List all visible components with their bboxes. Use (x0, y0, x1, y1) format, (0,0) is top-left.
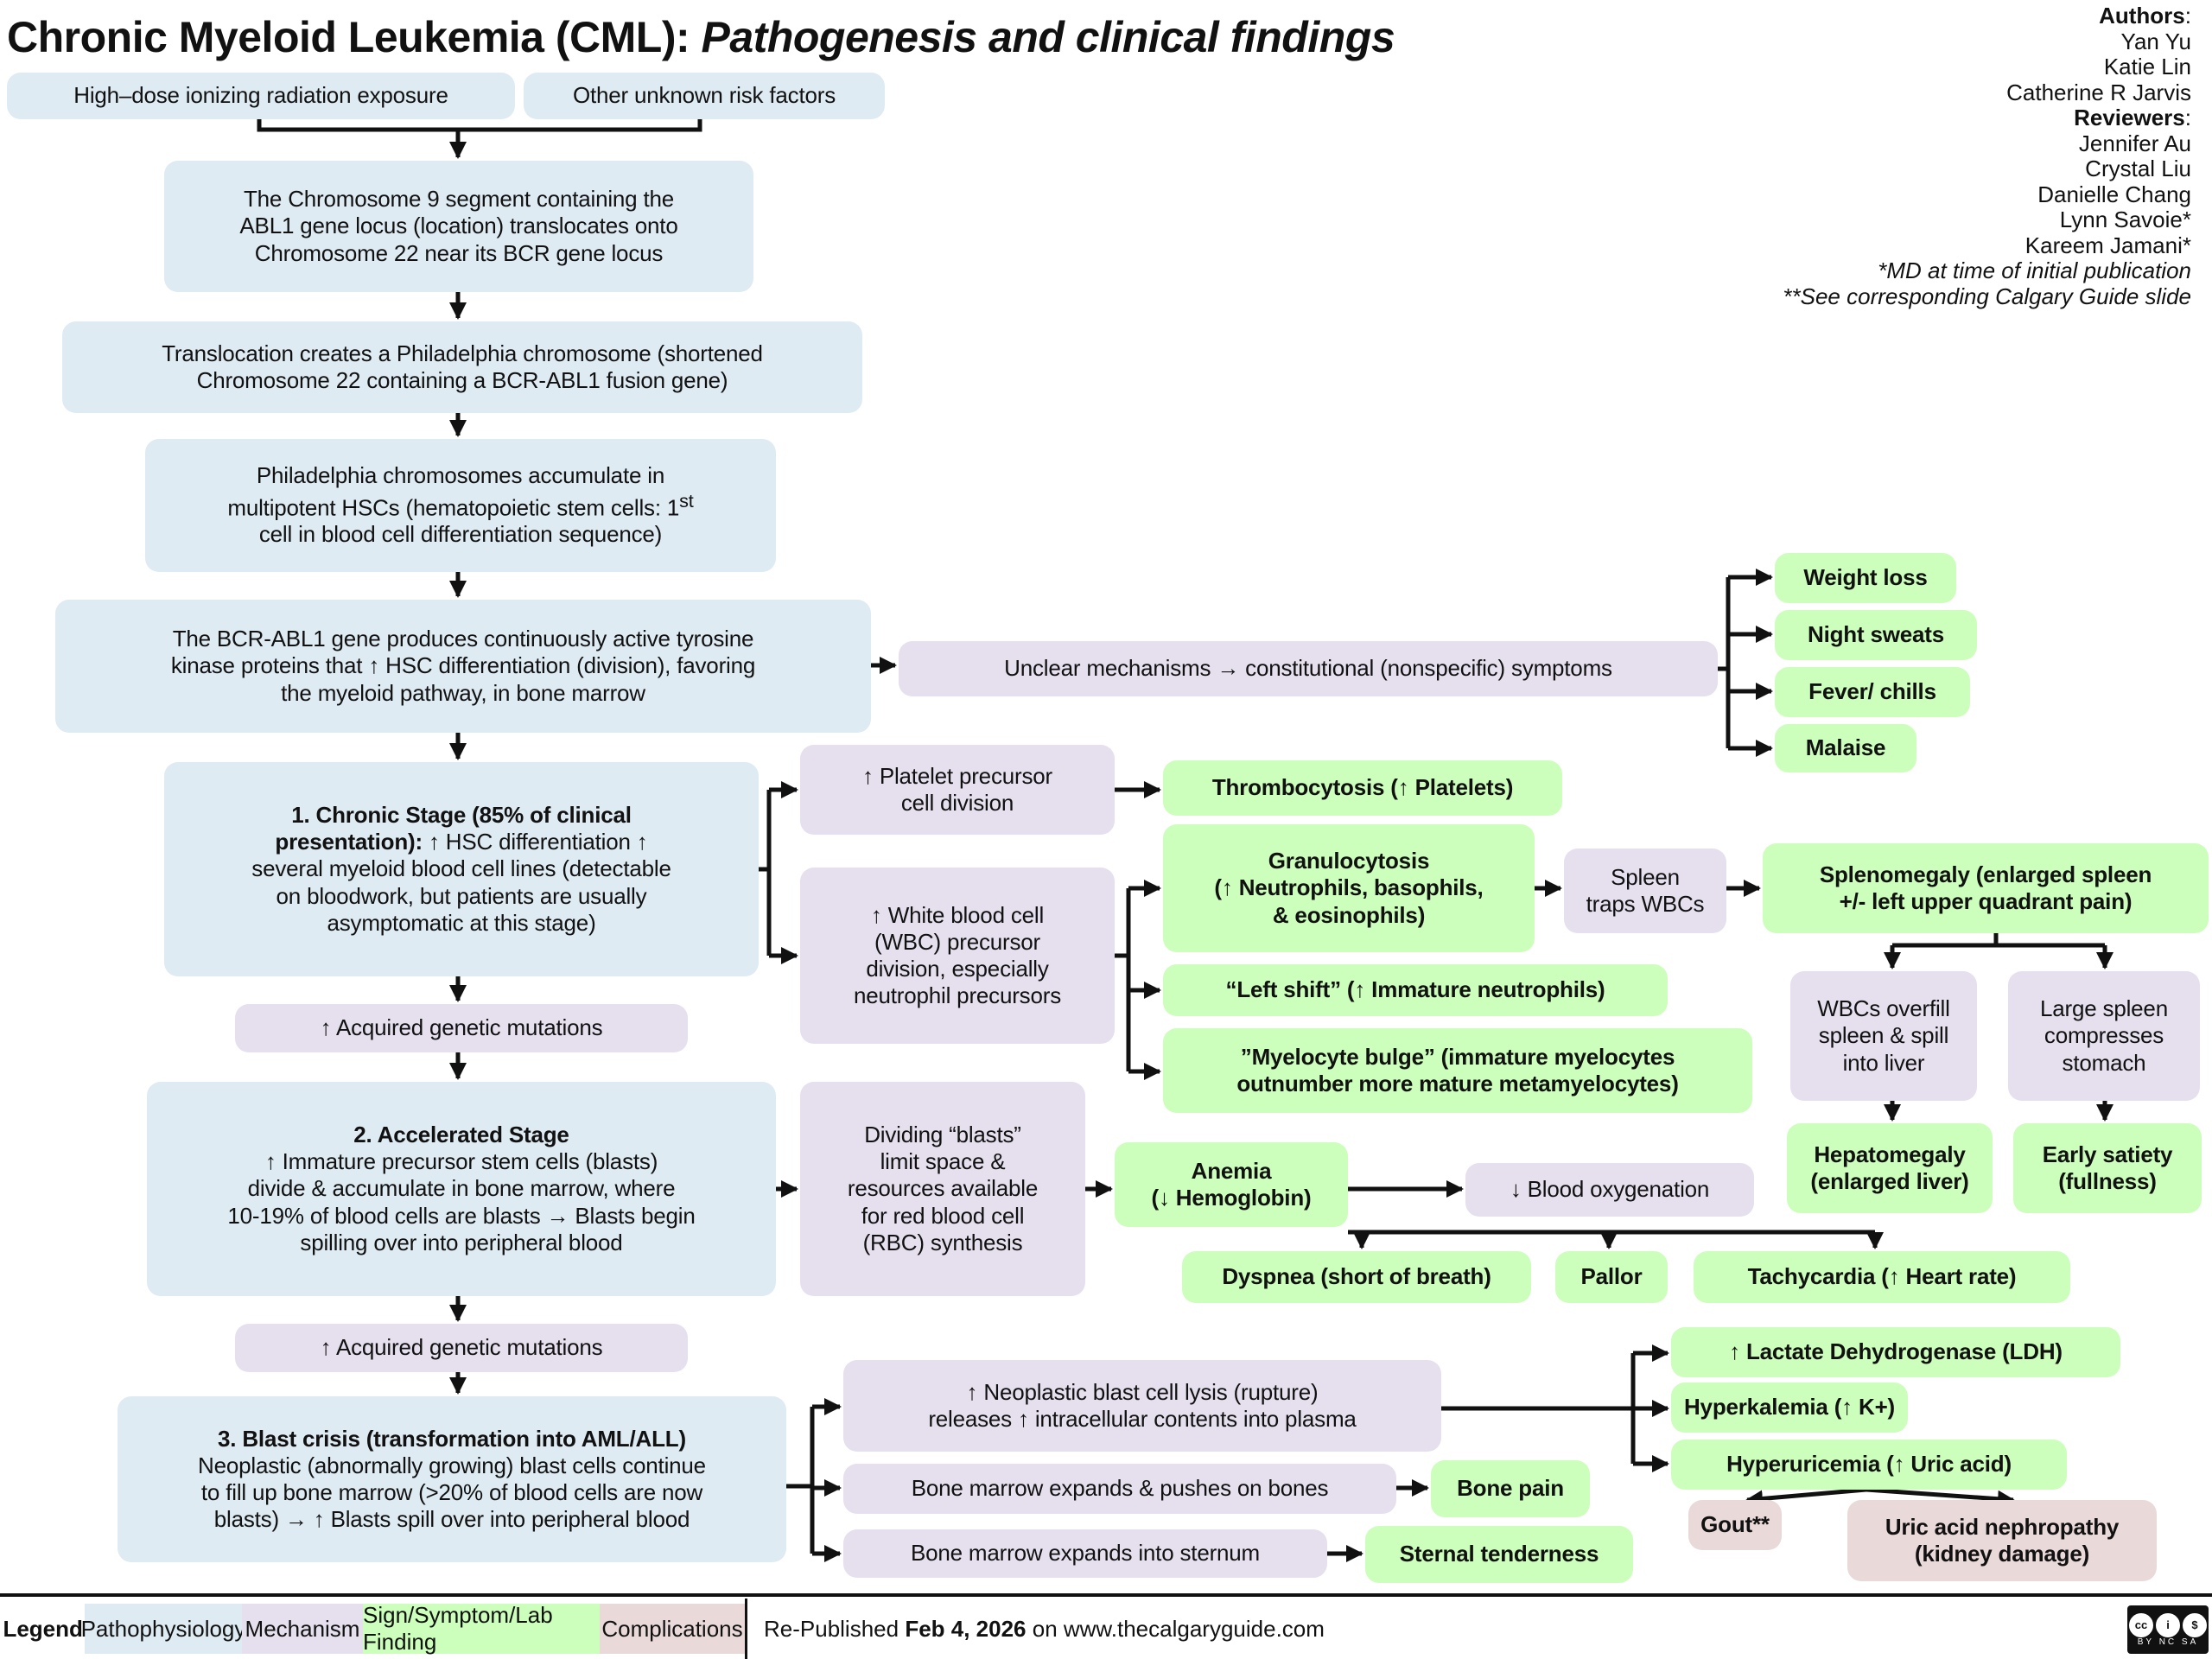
page-subtitle: Pathogenesis and clinical findings (701, 13, 1395, 61)
node-pallor: Pallor (1555, 1251, 1668, 1303)
node-acquired-mutations-1: ↑ Acquired genetic mutations (235, 1004, 688, 1052)
legend-pathophysiology: Pathophysiology (81, 1604, 245, 1654)
credits: Authors: Yan Yu Katie Lin Catherine R Ja… (1783, 3, 2191, 309)
node-philadelphia: Translocation creates a Philadelphia chr… (62, 321, 862, 413)
node-early-satiety: Early satiety (fullness) (2013, 1123, 2202, 1213)
node-nephropathy: Uric acid nephropathy (kidney damage) (1847, 1500, 2157, 1581)
legend-sign-symptom: Sign/Symptom/Lab Finding (363, 1602, 600, 1655)
node-fever-chills: Fever/ chills (1775, 667, 1970, 717)
footer-republished: Re-Published Feb 4, 2026 on www.thecalga… (764, 1615, 1325, 1642)
node-tachycardia: Tachycardia (↑ Heart rate) (1694, 1251, 2070, 1303)
node-chronic-stage: 1. Chronic Stage (85% of clinical presen… (164, 762, 759, 976)
node-wbc-precursor: ↑ White blood cell (WBC) precursor divis… (800, 868, 1115, 1044)
node-translocation: The Chromosome 9 segment containing the … (164, 161, 753, 292)
node-wbc-overfill: WBCs overfill spleen & spill into liver (1790, 971, 1977, 1101)
node-ldh: ↑ Lactate Dehydrogenase (LDH) (1671, 1327, 2120, 1377)
node-anemia: Anemia (↓ Hemoglobin) (1115, 1142, 1348, 1227)
page-title: Chronic Myeloid Leukemia (CML): Pathogen… (7, 13, 1395, 61)
node-marrow-bones: Bone marrow expands & pushes on bones (843, 1464, 1396, 1514)
node-hepatomegaly: Hepatomegaly (enlarged liver) (1787, 1123, 1993, 1213)
node-granulocytosis: Granulocytosis (↑ Neutrophils, basophils… (1163, 824, 1535, 952)
node-left-shift: “Left shift” (↑ Immature neutrophils) (1163, 964, 1668, 1016)
arrow (1866, 1487, 2015, 1508)
node-large-spleen: Large spleen compresses stomach (2008, 971, 2200, 1101)
node-risk-radiation: High–dose ionizing radiation exposure (7, 73, 515, 119)
node-acquired-mutations-2: ↑ Acquired genetic mutations (235, 1324, 688, 1372)
arrow (1745, 1487, 1867, 1508)
legend-complications: Complications (600, 1604, 745, 1654)
node-blast-crisis: 3. Blast crisis (transformation into AML… (118, 1396, 786, 1562)
node-tyrosine-kinase: The BCR-ABL1 gene produces continuously … (55, 600, 871, 733)
node-marrow-sternum: Bone marrow expands into sternum (843, 1529, 1327, 1578)
node-weight-loss: Weight loss (1775, 553, 1956, 603)
node-night-sweats: Night sweats (1775, 610, 1977, 660)
node-blood-oxygenation: ↓ Blood oxygenation (1465, 1163, 1754, 1217)
legend-divider (0, 1593, 2212, 1597)
node-spleen-traps: Spleen traps WBCs (1564, 849, 1726, 933)
node-blast-lysis: ↑ Neoplastic blast cell lysis (rupture) … (843, 1360, 1441, 1452)
legend-separator (745, 1599, 747, 1659)
node-sternal-tenderness: Sternal tenderness (1365, 1526, 1633, 1583)
node-splenomegaly: Splenomegaly (enlarged spleen +/- left u… (1763, 843, 2209, 933)
connector-line (257, 119, 702, 132)
node-platelet-precursor: ↑ Platelet precursor cell division (800, 745, 1115, 835)
node-hyperkalemia: Hyperkalemia (↑ K+) (1671, 1382, 1908, 1433)
node-myelocyte-bulge: ”Myelocyte bulge” (immature myelocytes o… (1163, 1028, 1752, 1113)
node-unclear-mechanisms: Unclear mechanisms → constitutional (non… (899, 641, 1718, 696)
legend-mechanism: Mechanism (242, 1604, 363, 1654)
node-gout: Gout** (1688, 1500, 1782, 1550)
legend-label: Legend: (3, 1615, 91, 1642)
node-accumulate: Philadelphia chromosomes accumulate in m… (145, 439, 776, 572)
node-hyperuricemia: Hyperuricemia (↑ Uric acid) (1671, 1440, 2067, 1490)
node-bone-pain: Bone pain (1431, 1460, 1590, 1517)
node-thrombocytosis: Thrombocytosis (↑ Platelets) (1163, 760, 1562, 816)
node-dividing-blasts: Dividing “blasts” limit space & resource… (800, 1082, 1085, 1296)
node-dyspnea: Dyspnea (short of breath) (1182, 1251, 1531, 1303)
node-risk-other: Other unknown risk factors (524, 73, 885, 119)
node-accelerated-stage: 2. Accelerated Stage ↑ Immature precurso… (147, 1082, 776, 1296)
node-malaise: Malaise (1775, 724, 1916, 772)
